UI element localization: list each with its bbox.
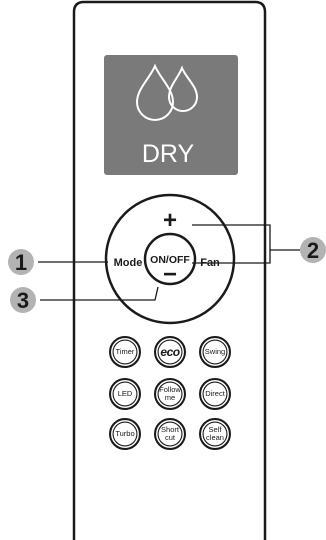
led-label: LED xyxy=(117,389,133,398)
short-cut-label: Short cut xyxy=(161,425,179,442)
direct-button[interactable]: Direct xyxy=(199,378,231,410)
display-screen xyxy=(104,55,238,175)
eco-button[interactable]: eco xyxy=(154,336,186,368)
fan-button[interactable]: Fan xyxy=(200,257,220,269)
self-clean-label: Self clean xyxy=(206,425,224,442)
timer-label: Timer xyxy=(115,347,135,356)
callout-number-3: 3 xyxy=(17,288,29,313)
plus-button[interactable]: + xyxy=(163,207,177,234)
callout-number-1: 1 xyxy=(15,250,27,275)
onoff-button[interactable] xyxy=(143,232,197,286)
direct-label: Direct xyxy=(205,389,225,398)
water-drops-icon xyxy=(135,63,199,121)
turbo-label: Turbo xyxy=(115,429,135,438)
mode-button[interactable]: Mode xyxy=(114,257,143,269)
self-clean-button[interactable]: Self clean xyxy=(199,418,231,450)
swing-label: Swing xyxy=(204,347,226,356)
minus-button[interactable]: − xyxy=(163,261,177,288)
callout-badge-3 xyxy=(10,287,36,313)
dial-ring[interactable] xyxy=(104,193,236,325)
follow-me-label: Follow me xyxy=(159,385,181,402)
remote-body xyxy=(72,0,267,540)
follow-me-button[interactable]: Follow me xyxy=(154,378,186,410)
callout-badge-2 xyxy=(300,237,326,263)
swing-button[interactable]: Swing xyxy=(199,336,231,368)
callout-badge-1 xyxy=(8,249,34,275)
led-button[interactable]: LED xyxy=(109,378,141,410)
turbo-button[interactable]: Turbo xyxy=(109,418,141,450)
callout-bracket-2 xyxy=(192,224,271,264)
display-mode-text: DRY xyxy=(142,140,195,168)
onoff-label: ON/OFF xyxy=(150,254,190,266)
timer-button[interactable]: Timer xyxy=(109,336,141,368)
short-cut-button[interactable]: Short cut xyxy=(154,418,186,450)
eco-icon: eco xyxy=(160,345,180,359)
callout-number-2: 2 xyxy=(307,238,319,263)
callout-line-3 xyxy=(40,286,159,301)
